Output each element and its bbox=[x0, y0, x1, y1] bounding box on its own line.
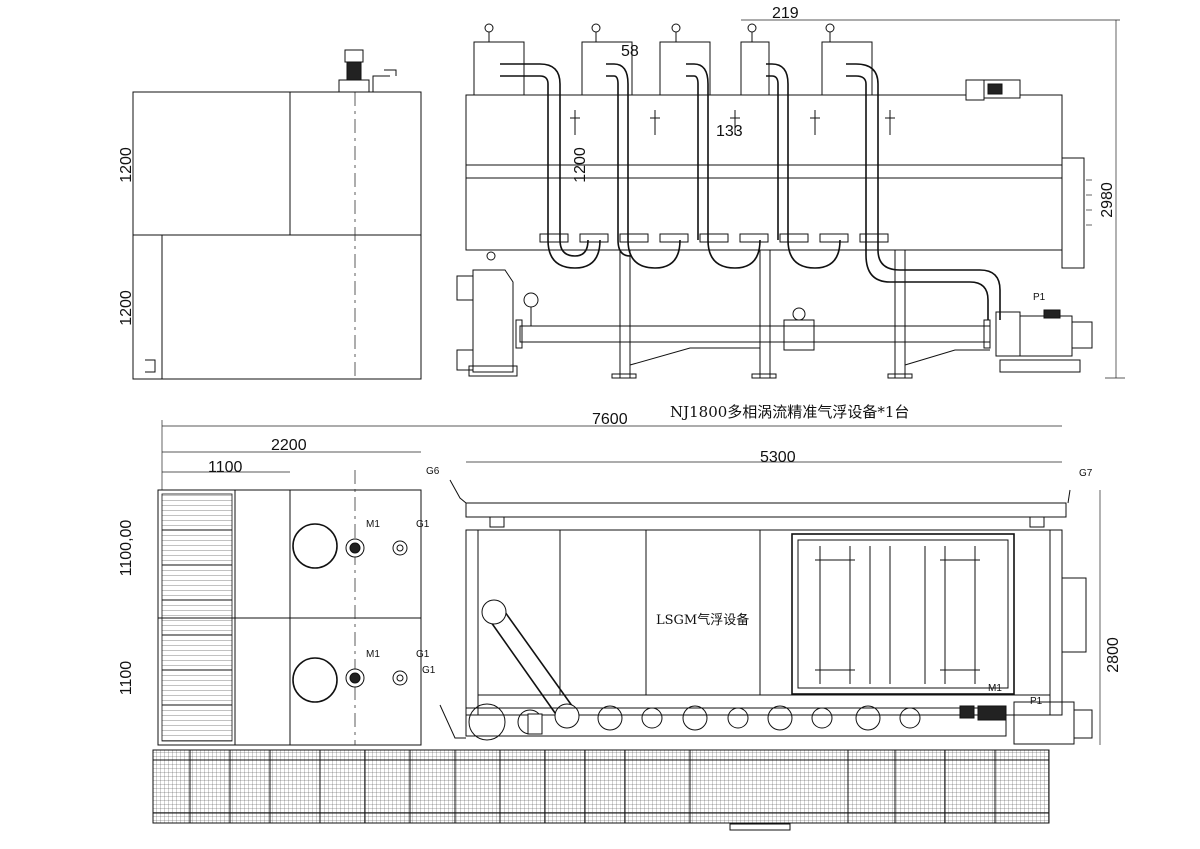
label-m1-b: M1 bbox=[366, 649, 380, 660]
dim-1200-a: 1200 bbox=[118, 147, 135, 183]
label-g7: G7 bbox=[1079, 468, 1093, 479]
drawing-title: NJ1800多相涡流精准气浮设备*1台 bbox=[670, 403, 909, 421]
label-m1-a: M1 bbox=[366, 519, 380, 530]
dim-1200-mid: 1200 bbox=[572, 147, 589, 183]
label-g1-b: G1 bbox=[416, 649, 430, 660]
dim-1200-b: 1200 bbox=[118, 290, 135, 326]
front-elevation: P1 219 58 133 1200 2980 bbox=[456, 5, 1125, 379]
dim-2800: 2800 bbox=[1105, 637, 1122, 673]
plan-view: 7600 2200 1100 5300 M1 G1 M1 G1 G1 1100,… bbox=[118, 411, 1122, 831]
dim-1100-00: 1100,00 bbox=[118, 520, 135, 577]
dim-2980: 2980 bbox=[1099, 182, 1116, 218]
label-g1-c: G1 bbox=[422, 665, 436, 676]
dim-133: 133 bbox=[716, 123, 743, 140]
label-m1-c: M1 bbox=[988, 683, 1002, 694]
dim-58: 58 bbox=[621, 43, 639, 60]
dim-7600: 7600 bbox=[592, 411, 628, 428]
dim-5300: 5300 bbox=[760, 449, 796, 466]
label-p1-top: P1 bbox=[1033, 292, 1046, 303]
dim-2200: 2200 bbox=[271, 437, 307, 454]
dim-219: 219 bbox=[772, 5, 799, 22]
dim-1100-top: 1100 bbox=[208, 459, 243, 476]
tank-side-view: 1200 1200 bbox=[118, 49, 422, 380]
label-p1-bottom: P1 bbox=[1030, 696, 1043, 707]
label-g6: G6 bbox=[426, 466, 440, 477]
dim-1100-left: 1100 bbox=[118, 661, 135, 696]
center-label: LSGM气浮设备 bbox=[656, 612, 749, 628]
label-g1-a: G1 bbox=[416, 519, 430, 530]
